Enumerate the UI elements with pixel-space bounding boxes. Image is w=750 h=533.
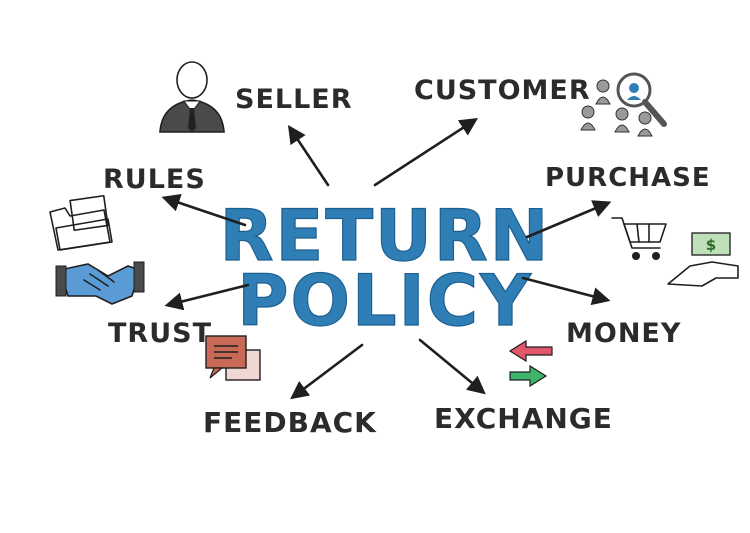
hand-with-dollar-bill-icon: $: [667, 232, 739, 287]
arrow-to-feedback: [290, 343, 364, 400]
label-trust: TRUST: [108, 318, 212, 349]
label-seller: SELLER: [235, 84, 353, 115]
arrow-to-seller: [287, 124, 330, 187]
label-rules: RULES: [103, 164, 206, 195]
dollar-symbol: $: [706, 236, 716, 254]
businessman-icon: [159, 61, 225, 133]
center-title-line1: RETURN: [220, 195, 551, 277]
speech-bubbles-icon: [205, 335, 261, 381]
center-title-line2: POLICY: [237, 260, 533, 342]
arrow-to-money: [521, 276, 611, 306]
handshake-icon: [55, 261, 145, 305]
customers-magnifier-icon: [580, 72, 667, 137]
label-money: MONEY: [566, 318, 681, 349]
arrow-to-rules: [161, 194, 247, 227]
arrow-to-purchase: [525, 200, 612, 239]
arrow-to-exchange: [418, 338, 486, 395]
label-purchase: PURCHASE: [545, 163, 711, 193]
label-feedback: FEEDBACK: [203, 406, 377, 439]
exchange-arrows-icon: [508, 339, 553, 388]
label-exchange: EXCHANGE: [434, 402, 613, 435]
label-customer: CUSTOMER: [414, 75, 591, 106]
folder-documents-icon: [49, 194, 113, 251]
arrow-to-customer: [373, 118, 479, 187]
shopping-cart-icon: [611, 217, 667, 260]
arrow-to-trust: [164, 283, 250, 311]
